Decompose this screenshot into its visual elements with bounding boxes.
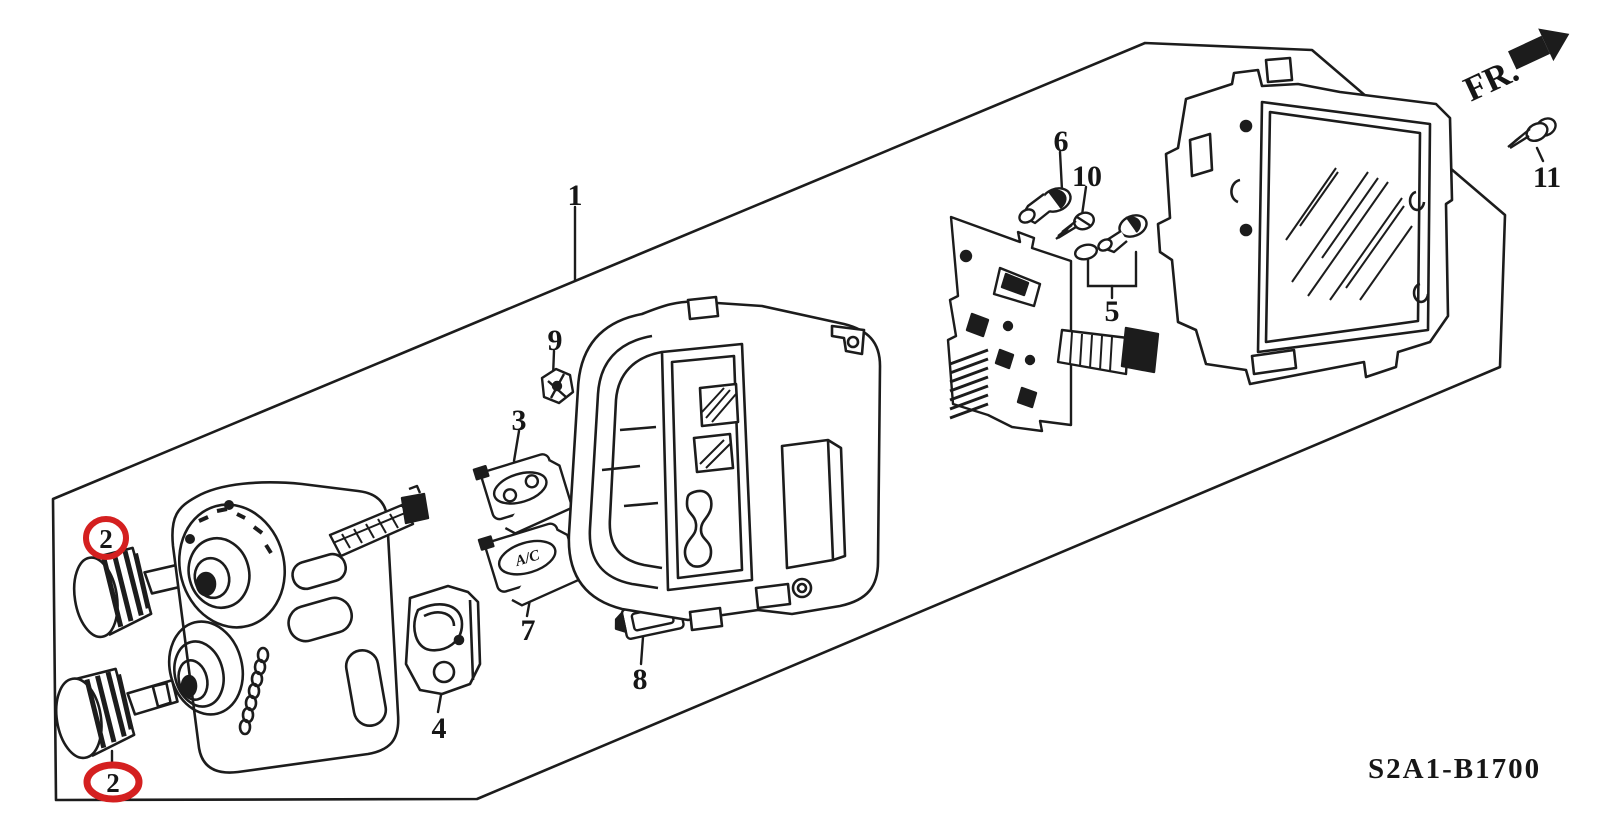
part-9-nut <box>540 367 575 405</box>
part-6-bulb-socket <box>1018 187 1072 225</box>
part-ribbon-cable-faceplate <box>328 484 430 558</box>
part-circuit-board <box>946 215 1160 433</box>
part-5-bulb-socket <box>1097 214 1148 254</box>
callout-10: 10 <box>1072 160 1102 193</box>
fr-direction-indicator: FR. <box>1458 28 1570 109</box>
part-7-ac-switch: A/C <box>477 522 583 607</box>
callout-2-lower-circle <box>83 761 143 803</box>
callout-2-upper: 2 <box>99 524 113 554</box>
housing-window-upper <box>698 382 740 428</box>
button-dimples <box>238 646 270 736</box>
fr-arrow-icon <box>1508 28 1570 70</box>
part-10-screw <box>1055 211 1095 240</box>
ac-switch-marking: A/C <box>513 547 543 570</box>
part-4-bracket <box>404 584 482 696</box>
callout-5: 5 <box>1105 295 1120 328</box>
pcb-pin-connector <box>949 348 989 420</box>
callout-7: 7 <box>521 614 536 647</box>
callout-11: 11 <box>1533 161 1561 194</box>
part-rear-cover <box>1156 56 1454 386</box>
part-11-screw <box>1507 117 1557 150</box>
part-3-switch <box>472 453 574 535</box>
callout-9: 9 <box>548 324 563 357</box>
callout-6: 6 <box>1054 125 1069 158</box>
housing-window-lower <box>692 432 735 474</box>
part-knob-lower <box>54 667 179 760</box>
callouts: 1 2 2 3 4 5 6 7 8 9 10 11 <box>83 125 1561 803</box>
part-1-main-housing <box>567 295 882 632</box>
diagram-code: S2A1-B1700 <box>1368 753 1541 785</box>
callout-4: 4 <box>432 712 447 745</box>
callout-2-upper-circle <box>83 516 129 560</box>
callout-8: 8 <box>633 663 648 696</box>
callout-3: 3 <box>512 404 527 437</box>
callout-1: 1 <box>568 179 583 212</box>
part-5-ring <box>1073 243 1099 261</box>
callout-2-lower: 2 <box>106 768 120 798</box>
pcb-ribbon-connector <box>1056 326 1160 376</box>
display-glass-hatching <box>1285 167 1413 301</box>
dial-markings-icons <box>185 500 273 555</box>
